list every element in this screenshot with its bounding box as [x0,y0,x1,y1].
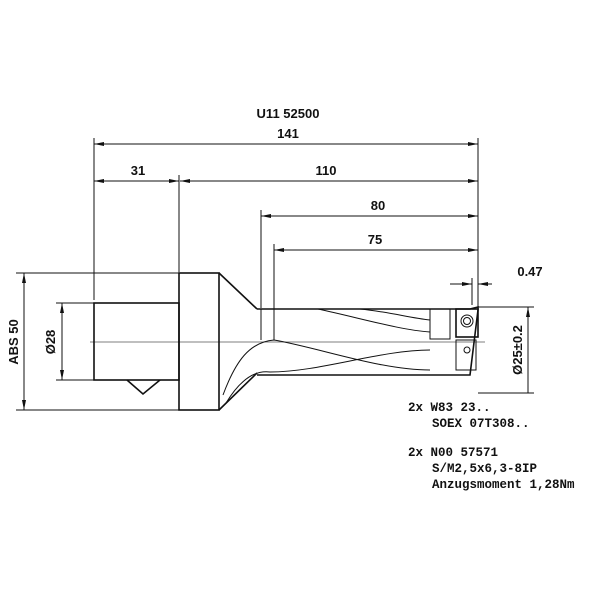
shank [93,302,180,381]
dimension-80: 80 [261,198,478,218]
flange [178,272,220,411]
svg-text:141: 141 [277,126,299,141]
dimension-31: 31 [94,163,179,183]
flat [126,379,161,396]
dimension-diameter-28: Ø28 [43,303,64,380]
svg-text:Ø28: Ø28 [43,330,58,355]
svg-text:31: 31 [131,163,145,178]
dimension-0-47: 0.47 [450,264,543,305]
insert-pocket [429,308,451,340]
extension-lines [16,138,534,411]
svg-text:80: 80 [371,198,385,213]
svg-text:110: 110 [316,163,337,178]
screw-note-line3: Anzugsmoment 1,28Nm [432,478,575,492]
dimension-abs-50: ABS 50 [6,273,26,410]
screw-icon [460,314,474,328]
dimension-141: 141 [94,126,478,146]
part-number: U11 52500 [257,106,320,121]
screw-icon [463,346,471,354]
dimension-75: 75 [274,232,478,252]
screw-note-line2: S/M2,5x6,3-8IP [432,462,537,476]
cone [218,272,258,411]
parts-notes: 2x W83 23.. SOEX 07T308.. 2x N00 57571 S… [408,401,575,492]
drill-tool [90,272,485,411]
dimension-diameter-25: Ø25±0.2 [510,307,530,393]
insert-top [455,308,479,338]
insert-note-line2: SOEX 07T308.. [432,417,530,431]
screw-note-line1: 2x N00 57571 [408,446,498,460]
insert-note-line1: 2x W83 23.. [408,401,491,415]
body [257,305,479,376]
svg-text:75: 75 [368,232,382,247]
svg-text:Ø25±0.2: Ø25±0.2 [510,325,525,375]
insert-bottom [455,339,477,371]
dimension-110: 110 [180,163,478,183]
svg-text:ABS 50: ABS 50 [6,319,21,365]
svg-text:0.47: 0.47 [517,264,542,279]
